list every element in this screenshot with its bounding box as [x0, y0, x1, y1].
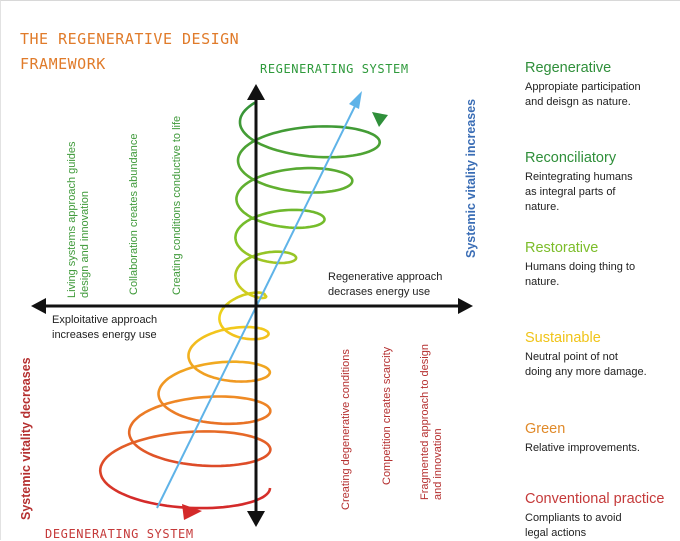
quadrant-note-line: Competition creates scarcity [381, 346, 393, 485]
legend-description: Compliants to avoid legal actions [525, 511, 680, 541]
quadrant-note-fragmented: Fragmented approach to design and innova… [419, 344, 445, 500]
legend-title: Reconciliatory [525, 150, 617, 166]
vertical-axis-bottom-arrowhead [247, 511, 265, 527]
legend-reconciliatory: Reconciliatory Reintegrating humans as i… [525, 150, 680, 215]
legend-description: Humans doing thing to nature. [525, 260, 680, 290]
label-line: increases energy use [52, 329, 157, 341]
diagonal-arrowhead [349, 91, 362, 109]
legend-line: Compliants to avoid [525, 512, 622, 524]
legend-line: legal actions [525, 527, 587, 539]
horizontal-axis-right-arrowhead [458, 298, 473, 314]
legend-title: Regenerative [525, 60, 612, 76]
legend-line: doing any more damage. [525, 366, 647, 378]
quadrant-note-line: Fragmented approach to design [419, 344, 431, 500]
legend-title: Sustainable [525, 330, 601, 346]
legend-sustainable: Sustainable Neutral point of not doing a… [525, 330, 680, 380]
quadrant-note-degenerative: Creating degenerative conditions [340, 349, 353, 510]
legend-description: Appropiate participation and deisgn as n… [525, 80, 680, 110]
spiral-top-arrowhead [372, 112, 388, 127]
legend-line: nature. [525, 201, 560, 213]
quadrant-note-line: Creating conditions conductive to life [171, 115, 183, 295]
label-line: Exploitative approach [52, 314, 158, 326]
legend-title: Conventional practice [525, 491, 665, 507]
legend-description: Reintegrating humans as integral parts o… [525, 170, 680, 215]
spiral-curve [98, 101, 382, 510]
legend-regenerative: Regenerative Appropiate participation an… [525, 60, 680, 110]
figure-title-line-1: THE REGENERATIVE DESIGN [20, 30, 240, 48]
legend-title: Green [525, 421, 566, 437]
degenerating-system-label: DEGENERATING SYSTEM [45, 527, 194, 541]
quadrant-note-competition: Competition creates scarcity [381, 347, 394, 485]
legend-line: nature. [525, 276, 560, 288]
legend-line: Reintegrating humans [525, 171, 633, 183]
vertical-axis-top-arrowhead [247, 84, 265, 100]
vitality-decreases-label: Systemic vitality decreases [19, 357, 33, 520]
figure-title-line-2: FRAMEWORK [20, 55, 106, 73]
legend-line: as integral parts of [525, 186, 616, 198]
legend-restorative: Restorative Humans doing thing to nature… [525, 240, 680, 290]
legend-title: Restorative [525, 240, 599, 256]
legend-line: and deisgn as nature. [525, 96, 631, 108]
exploitative-approach-label: Exploitative approach increases energy u… [52, 313, 157, 343]
quadrant-note-line: Living systems approach guides [66, 141, 78, 298]
regenerating-system-label: REGENERATING SYSTEM [260, 62, 409, 76]
legend-line: Humans doing thing to [525, 261, 636, 273]
quadrant-note-creating-conditions: Creating conditions conductive to life [171, 116, 184, 295]
legend-line: Relative improvements. [525, 442, 640, 454]
label-line: Regenerative approach [328, 271, 443, 283]
quadrant-note-living-systems: Living systems approach guides design an… [66, 141, 92, 298]
quadrant-note-line: Creating degenerative conditions [340, 349, 352, 510]
quadrant-note-line: Collaboration creates abundance [128, 133, 140, 295]
regenerative-approach-label: Regenerative approach decrases energy us… [328, 270, 442, 300]
label-line: decrases energy use [328, 286, 431, 298]
horizontal-axis-left-arrowhead [31, 298, 46, 314]
legend-description: Neutral point of not doing any more dama… [525, 350, 680, 380]
quadrant-note-line: design and innovation [79, 190, 91, 298]
legend-conventional-practice: Conventional practice Compliants to avoi… [525, 491, 680, 541]
legend-line: Appropiate participation [525, 81, 641, 93]
legend-green: Green Relative improvements. [525, 421, 680, 456]
vitality-increases-label: Systemic vitality increases [464, 98, 478, 258]
quadrant-note-collaboration: Collaboration creates abundance [128, 134, 141, 295]
legend-description: Relative improvements. [525, 441, 680, 456]
quadrant-note-line: and innovation [432, 428, 444, 500]
legend-line: Neutral point of not [525, 351, 618, 363]
